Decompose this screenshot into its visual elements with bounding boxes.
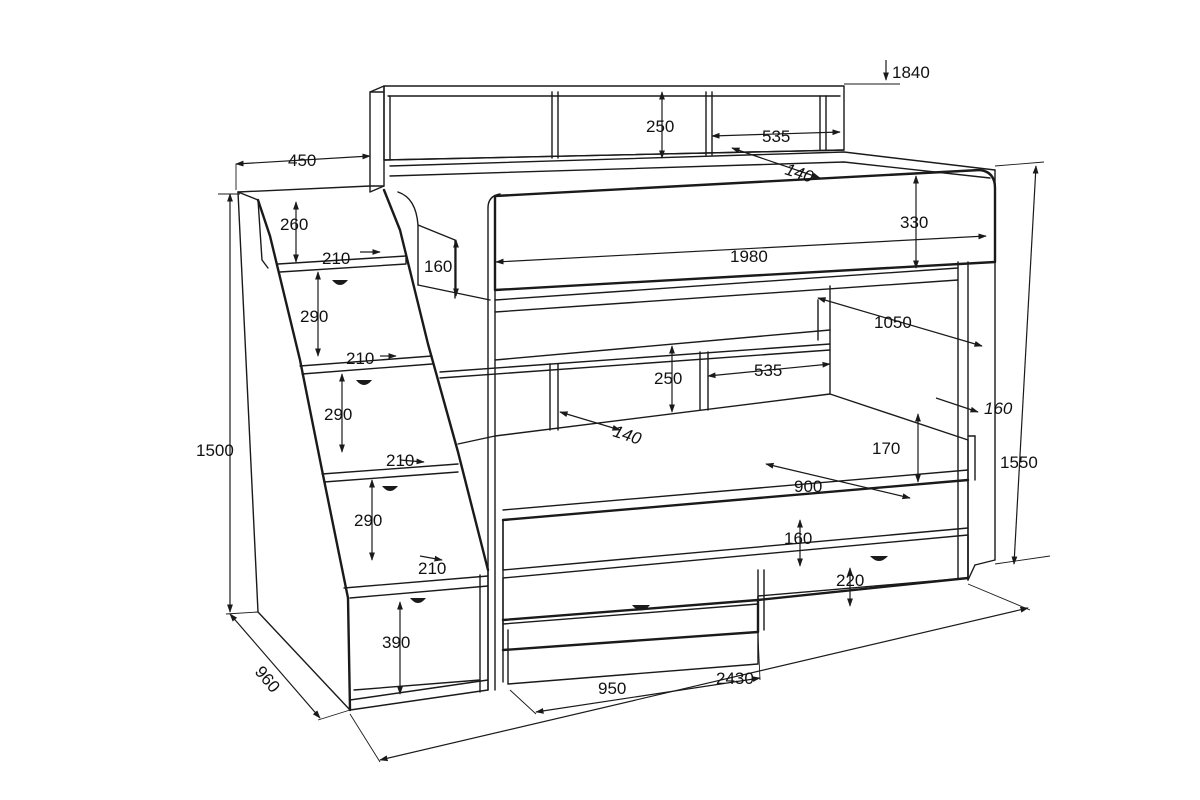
label-top-shelf-width: 535 (762, 127, 790, 146)
label-right-side-height: 160 (984, 399, 1013, 418)
label-total-height: 1840 (892, 63, 930, 82)
drawers (501, 534, 970, 685)
label-top-shelf-depth: 140 (783, 160, 816, 187)
label-step-tread-3: 210 (386, 451, 414, 470)
step-handle-icon[interactable] (410, 598, 426, 603)
label-step-tread-2: 210 (346, 349, 374, 368)
upper-bed-frame (389, 151, 997, 691)
label-mid-shelf-width: 535 (754, 361, 782, 380)
label-bed-width: 900 (794, 477, 822, 496)
label-mid-shelf-height: 250 (654, 369, 682, 388)
frame-right-side (967, 169, 996, 581)
label-lower-rail-height: 170 (872, 439, 900, 458)
label-step1-rise: 260 (280, 215, 308, 234)
label-mid-shelf-depth: 140 (611, 422, 644, 449)
step-handle-icon[interactable] (382, 486, 398, 491)
label-frame-height: 1550 (1000, 453, 1038, 472)
label-bottom-step-height: 390 (382, 633, 410, 652)
drawer-handle-icon[interactable] (870, 556, 888, 561)
label-drawer-height: 220 (836, 571, 864, 590)
label-step3-rise: 290 (324, 405, 352, 424)
label-stair-height: 1500 (196, 441, 234, 460)
label-step-tread-1: 210 (322, 249, 350, 268)
label-lower-side-height: 160 (784, 529, 812, 548)
label-top-shelf-height: 250 (646, 117, 674, 136)
label-step4-rise: 290 (354, 511, 382, 530)
label-upper-rail-height: 330 (900, 213, 928, 232)
label-step-tread-4: 210 (418, 559, 446, 578)
label-total-length: 2430 (716, 669, 754, 688)
dimension-lines (218, 60, 1051, 763)
label-stair-width: 450 (288, 151, 316, 170)
label-bed-length: 1980 (730, 247, 768, 266)
step-handle-icon[interactable] (332, 280, 348, 285)
label-side-opening: 1050 (874, 313, 912, 332)
label-upper-side-height: 160 (424, 257, 452, 276)
dimension-labels: 1840 250 535 140 450 260 210 160 330 198… (196, 63, 1038, 698)
staircase (237, 185, 490, 712)
label-drawer-width: 950 (598, 679, 626, 698)
bed-outline (237, 85, 997, 712)
label-step2-rise: 290 (300, 307, 328, 326)
step-handle-icon[interactable] (356, 380, 372, 385)
middle-shelf-unit (439, 285, 831, 445)
label-depth: 960 (251, 662, 284, 696)
lower-bed (501, 393, 976, 683)
